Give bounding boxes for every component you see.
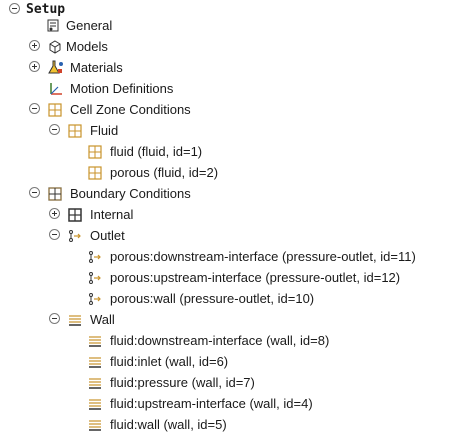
outlet-boundary-icon — [68, 228, 82, 242]
grid-cell-icon — [68, 123, 82, 138]
wall-item-label: fluid:upstream-interface (wall, id=4) — [110, 396, 313, 411]
wall-boundary-icon — [88, 375, 102, 389]
wall-boundary-icon — [88, 354, 102, 368]
porous-zone-label: porous (fluid, id=2) — [110, 165, 219, 180]
wall-item-label: fluid:inlet (wall, id=6) — [110, 354, 229, 369]
outlet-item-label: porous:wall (pressure-outlet, id=10) — [110, 291, 315, 306]
outlet-item-label: porous:downstream-interface (pressure-ou… — [110, 249, 416, 264]
fluid-zone-label: fluid (fluid, id=1) — [110, 144, 203, 159]
expand-icon[interactable] — [29, 40, 40, 51]
wall-item-label: fluid:wall (wall, id=5) — [110, 417, 227, 432]
cell-zone-conditions-label: Cell Zone Conditions — [70, 102, 191, 117]
wall-boundary-icon — [88, 333, 102, 347]
wall-boundary-icon — [68, 312, 82, 326]
wall-item-label: fluid:downstream-interface (wall, id=8) — [110, 333, 330, 348]
expand-icon[interactable] — [49, 208, 60, 219]
outlet-item-label: porous:upstream-interface (pressure-outl… — [110, 270, 401, 285]
outlet-boundary-icon — [88, 249, 102, 263]
grid-cell-icon — [48, 102, 62, 117]
collapse-icon[interactable] — [29, 187, 40, 198]
grid-cell-icon — [48, 186, 62, 201]
wall-boundary-icon — [88, 417, 102, 431]
outlet-label: Outlet — [90, 228, 125, 243]
setup-label: Setup — [26, 2, 66, 17]
materials-label: Materials — [70, 60, 123, 75]
fluid-group-label: Fluid — [90, 123, 119, 138]
wall-label: Wall — [90, 312, 115, 327]
collapse-icon[interactable] — [29, 103, 40, 114]
outlet-boundary-icon — [88, 291, 102, 305]
models-label: Models — [66, 39, 108, 54]
wall-boundary-icon — [88, 396, 102, 410]
collapse-icon[interactable] — [49, 124, 60, 135]
grid-cell-icon — [88, 144, 102, 159]
wall-item-label: fluid:pressure (wall, id=7) — [110, 375, 255, 390]
materials-flask-icon — [48, 60, 63, 74]
general-settings-icon — [46, 18, 60, 32]
models-cube-icon — [48, 39, 62, 54]
outlet-boundary-icon — [88, 270, 102, 284]
collapse-icon[interactable] — [9, 3, 20, 14]
internal-boundary-icon — [68, 207, 82, 222]
boundary-conditions-label: Boundary Conditions — [70, 186, 191, 201]
general-label: General — [66, 18, 113, 33]
expand-icon[interactable] — [29, 61, 40, 72]
collapse-icon[interactable] — [49, 229, 60, 240]
internal-label: Internal — [90, 207, 134, 222]
axes-icon — [49, 81, 63, 95]
grid-cell-icon — [88, 165, 102, 180]
collapse-icon[interactable] — [49, 313, 60, 324]
motion-definitions-label: Motion Definitions — [70, 81, 174, 96]
